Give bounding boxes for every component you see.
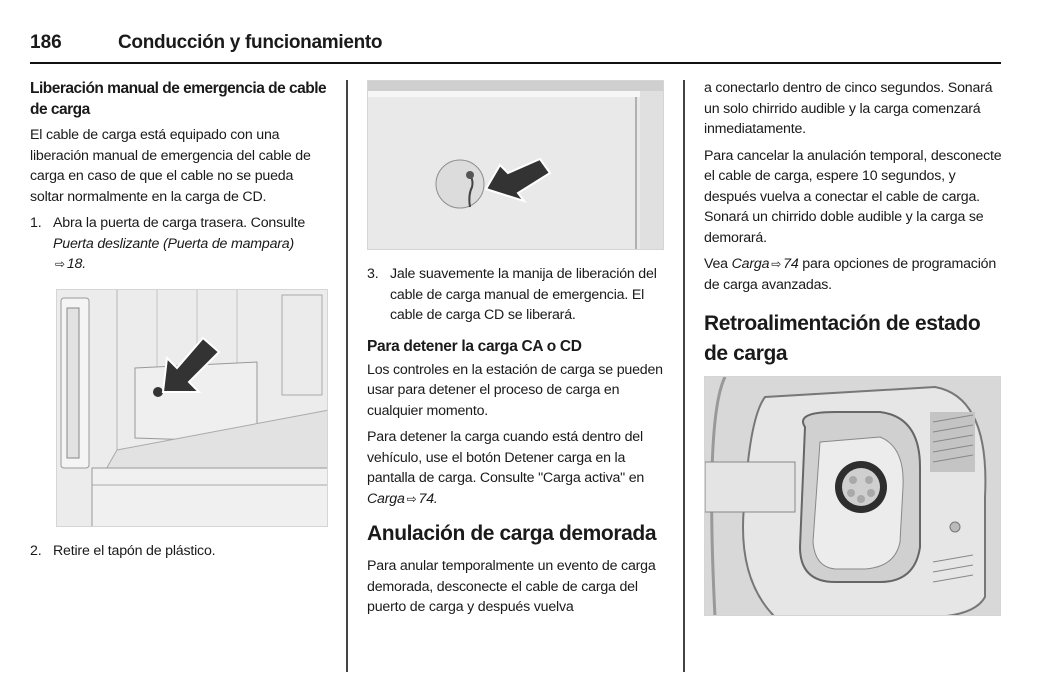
page-ref[interactable]: 74. xyxy=(418,490,438,507)
column-3: a conectarlo dentro de cinco segundos. S… xyxy=(704,78,1004,616)
page-header: 186 Conducción y funcionamiento xyxy=(30,30,1001,64)
delayed-override-heading: Anulación de carga demorada xyxy=(367,522,657,545)
page-ref[interactable]: 18. xyxy=(66,256,86,272)
page-number: 186 xyxy=(30,32,62,53)
page-ref[interactable]: 74 xyxy=(783,256,799,272)
step-number: 1. xyxy=(30,215,42,231)
intro-paragraph: El cable de carga está equipado con una … xyxy=(30,127,311,205)
page-ref-arrow-icon: ⇨ xyxy=(771,257,782,271)
page-ref-arrow-icon: ⇨ xyxy=(406,491,417,506)
figure-charge-port xyxy=(704,376,1001,616)
figure-release-handle xyxy=(367,80,664,250)
column-divider xyxy=(683,80,685,672)
step-number: 3. xyxy=(367,266,379,282)
column-divider xyxy=(346,80,348,672)
step-3: 3. Jale suavemente la manija de liberaci… xyxy=(367,264,667,326)
cross-reference-link[interactable]: Puerta deslizante (Puerta de mampara) xyxy=(53,235,295,252)
stop-charging-heading: Para detener la carga CA o CD xyxy=(367,337,582,355)
charge-status-feedback-heading: Retroalimentación de estado de carga xyxy=(704,312,981,365)
step-text: Abra la puerta de carga trasera. Consult… xyxy=(53,215,306,231)
column-2: 3. Jale suavemente la manija de liberaci… xyxy=(367,78,667,624)
stop-paragraph-1: Los controles en la estación de carga se… xyxy=(367,361,663,419)
step-2: 2. Retire el tapón de plástico. xyxy=(30,541,330,562)
step-text: Retire el tapón de plástico. xyxy=(53,542,216,559)
page-ref-arrow-icon: ⇨ xyxy=(55,257,65,271)
step-number: 2. xyxy=(30,542,42,559)
cross-reference-link[interactable]: Carga xyxy=(367,490,405,507)
stop-paragraph-2: Para detener la carga cuando está dentro… xyxy=(367,427,667,509)
override-paragraph-1-continued: a conectarlo dentro de cinco segundos. S… xyxy=(704,80,993,137)
cross-reference-link[interactable]: Carga xyxy=(731,256,770,272)
figure-cargo-plug xyxy=(56,288,328,527)
column-1: Liberación manual de emergencia de cable… xyxy=(30,78,330,567)
override-paragraph-2: Para cancelar la anulación temporal, des… xyxy=(704,147,1002,246)
section-title: Conducción y funcionamiento xyxy=(118,32,383,53)
emergency-release-heading: Liberación manual de emergencia de cable… xyxy=(30,80,327,118)
override-paragraph-3: Vea Carga⇨74 para opciones de programaci… xyxy=(704,256,997,293)
step-1: 1. Abra la puerta de carga trasera. Cons… xyxy=(30,213,330,275)
override-paragraph-1: Para anular temporalmente un evento de c… xyxy=(367,558,656,615)
step-text: Jale suavemente la manija de liberación … xyxy=(390,266,657,323)
